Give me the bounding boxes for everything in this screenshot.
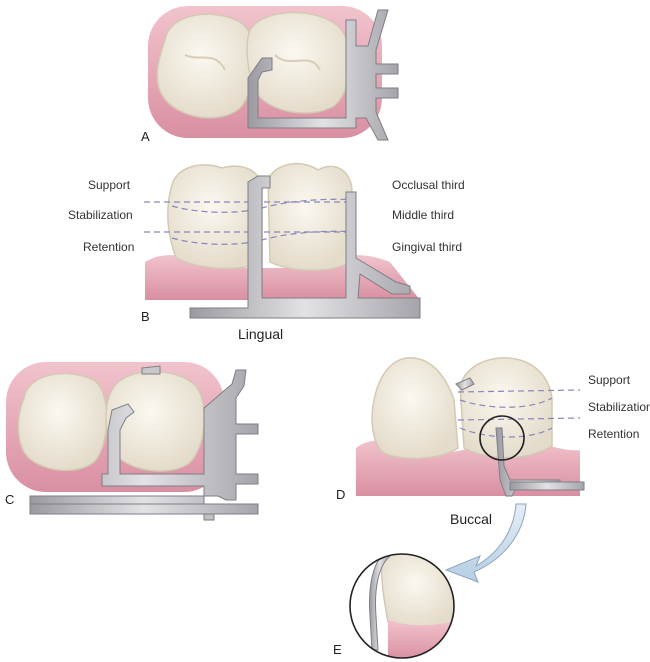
label-support-d: Support: [588, 373, 631, 387]
panel-c-illustration: [6, 362, 259, 521]
rest-seat: [141, 365, 161, 375]
magnify-circle: [479, 415, 525, 461]
label-stabilization-d: Stabilization: [588, 400, 650, 414]
third-divider-line: [457, 417, 581, 421]
panel-e-illustration: [349, 553, 455, 659]
caption-lingual: Lingual: [238, 326, 284, 342]
third-divider-line: [457, 389, 581, 393]
label-middle-third: Middle third: [392, 208, 455, 222]
clasp-framework: [455, 377, 475, 391]
panel-a-letter: A: [141, 129, 150, 144]
panel-b-illustration: [144, 162, 421, 319]
clasp-framework: [29, 369, 259, 521]
tooth-crown: [380, 554, 454, 629]
magnify-circle: [349, 553, 455, 659]
framework-bar: [509, 481, 585, 491]
tooth-crown: [17, 372, 108, 472]
label-occlusal-third: Occlusal third: [392, 178, 465, 192]
tooth-groove: [184, 54, 321, 71]
panel-e-letter: E: [333, 642, 342, 657]
tooth-crown: [267, 162, 353, 271]
tooth-crown: [371, 357, 459, 460]
label-support: Support: [88, 178, 131, 192]
label-gingival-third: Gingival third: [392, 240, 463, 254]
panel-c-letter: C: [5, 492, 14, 507]
tooth-crown: [156, 13, 256, 119]
panel-a-illustration: [148, 6, 399, 141]
clasp-framework: [189, 175, 421, 319]
label-retention: Retention: [83, 240, 135, 254]
tooth-crown: [459, 357, 553, 459]
third-divider-line: [459, 427, 553, 438]
framework-bar: [29, 503, 259, 515]
panel-d-letter: D: [336, 487, 345, 502]
curved-arrow: [444, 503, 527, 583]
label-retention-d: Retention: [588, 427, 640, 441]
panel-b-letter: B: [141, 309, 150, 324]
label-stabilization: Stabilization: [68, 208, 133, 222]
caption-buccal: Buccal: [450, 511, 493, 527]
panel-d-illustration: [356, 357, 585, 497]
clasp-framework: [247, 9, 399, 141]
